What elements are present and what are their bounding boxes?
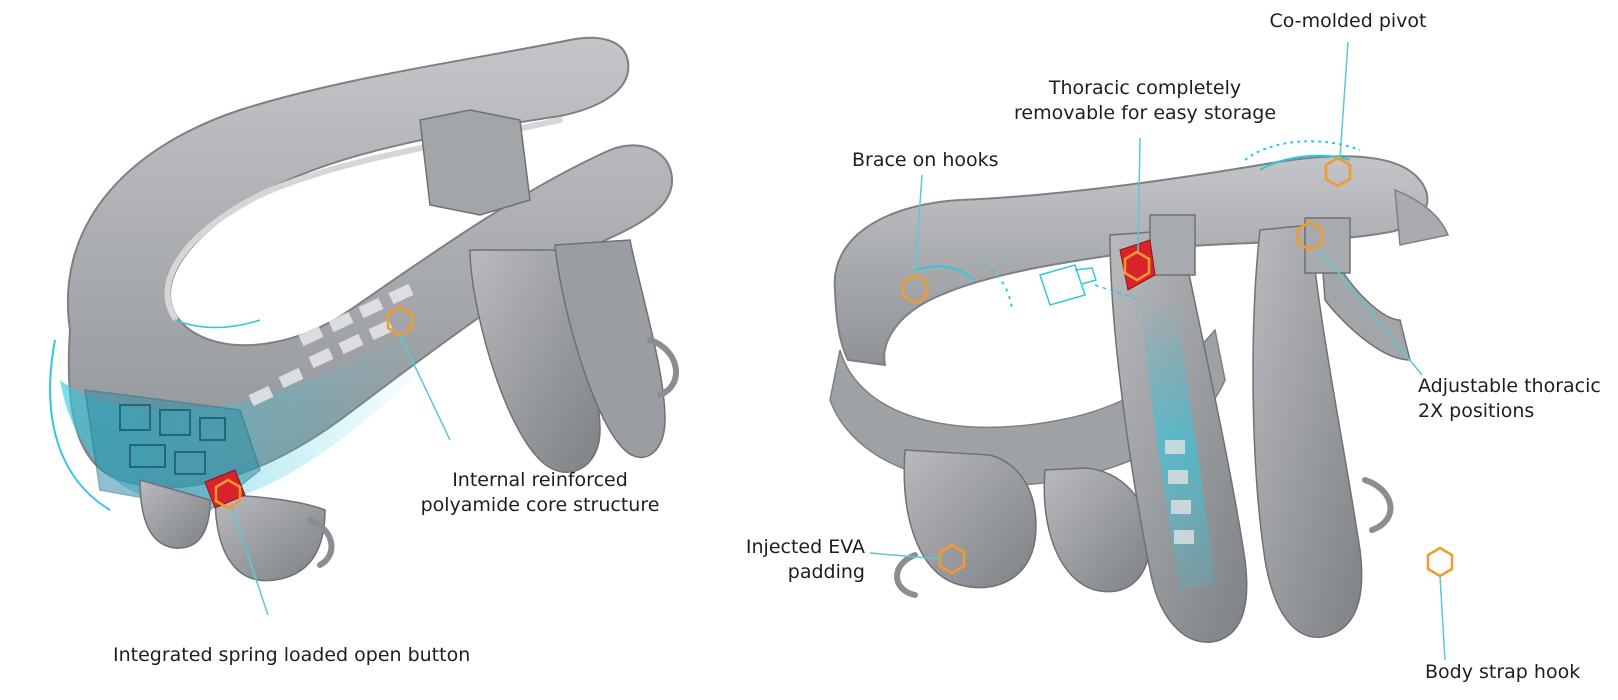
callout-body-strap-hook-text: Body strap hook — [1425, 661, 1581, 683]
right-brace-bracket-2 — [1304, 217, 1351, 274]
right-callout-marker-hooks — [901, 273, 929, 305]
right-brace-pad-loop — [894, 552, 918, 598]
leader-line-core — [399, 334, 451, 441]
left-brace-strap-loop — [307, 517, 335, 568]
callout-co-molded-pivot-text: Co-molded pivot — [1269, 10, 1427, 32]
left-brace-rear-bracket — [419, 109, 531, 216]
thoracic-removal-icon — [1039, 264, 1141, 306]
leader-line-thoracic — [1137, 137, 1141, 253]
callout-thoracic-removable-line1: Thoracic completely — [1048, 77, 1242, 99]
left-callout-marker-button — [214, 478, 242, 510]
right-callout-marker-strap — [1426, 546, 1454, 578]
right-brace-thoracic-slots — [1165, 440, 1194, 544]
left-brace — [49, 36, 679, 616]
hook-motion-arcs — [914, 264, 1013, 311]
callout-internal-core: Internal reinforced polyamide core struc… — [380, 468, 700, 518]
callout-injected-eva-line2: padding — [787, 561, 865, 583]
callout-adjustable-thoracic-line1: Adjustable thoracic — [1418, 375, 1601, 397]
callout-adjustable-thoracic-line2: 2X positions — [1418, 400, 1535, 422]
left-brace-cyan-outline — [49, 339, 111, 511]
right-callout-marker-thoracic — [1123, 250, 1151, 282]
left-brace-rear-leg-2 — [554, 239, 666, 458]
leader-line-strap — [1439, 575, 1446, 661]
callout-thoracic-removable: Thoracic completely removable for easy s… — [1010, 76, 1280, 126]
right-callout-marker-pivot — [1324, 156, 1352, 188]
leader-line-adjustable — [1319, 249, 1423, 376]
left-brace-front-pad — [139, 479, 211, 549]
right-brace-rear-leg-2 — [1319, 229, 1411, 361]
right-brace-rear-leg — [1252, 224, 1363, 638]
leader-line-eva — [869, 552, 941, 560]
right-callout-marker-eva — [938, 543, 966, 575]
left-brace-front-pad-2 — [214, 494, 326, 582]
callout-body-strap-hook: Body strap hook — [1425, 660, 1580, 685]
pivot-motion-arcs — [1244, 140, 1361, 171]
right-brace — [829, 41, 1454, 661]
callout-internal-core-line1: Internal reinforced — [452, 469, 628, 491]
left-brace-rear-loop — [647, 337, 679, 398]
right-callout-marker-adjustable — [1296, 220, 1324, 252]
callout-co-molded-pivot: Co-molded pivot — [1228, 9, 1468, 34]
callout-adjustable-thoracic: Adjustable thoracic 2X positions — [1418, 374, 1601, 424]
leader-line-hooks — [914, 174, 923, 276]
callout-spring-button: Integrated spring loaded open button — [113, 643, 470, 668]
right-brace-strap-loop — [1362, 477, 1394, 533]
callout-internal-core-line2: polyamide core structure — [420, 494, 660, 516]
right-brace-eva-pad-2 — [1043, 467, 1151, 593]
callout-injected-eva: Injected EVA padding — [720, 535, 865, 585]
right-thoracic-release — [1119, 239, 1156, 291]
callout-brace-hooks-text: Brace on hooks — [852, 149, 999, 171]
left-brace-mechanism-detail — [119, 404, 226, 475]
callout-brace-hooks: Brace on hooks — [852, 148, 999, 173]
right-brace-eva-pad-1 — [903, 449, 1037, 589]
right-brace-bracket-1 — [1149, 214, 1196, 276]
leader-line-pivot — [1339, 41, 1349, 159]
callout-spring-button-text: Integrated spring loaded open button — [113, 644, 471, 666]
left-brace-cyan-outline-2 — [174, 319, 261, 329]
right-brace-wing — [1394, 188, 1450, 246]
callout-thoracic-removable-line2: removable for easy storage — [1013, 102, 1277, 124]
callout-injected-eva-line1: Injected EVA — [745, 536, 865, 558]
leader-line-button — [231, 507, 269, 616]
